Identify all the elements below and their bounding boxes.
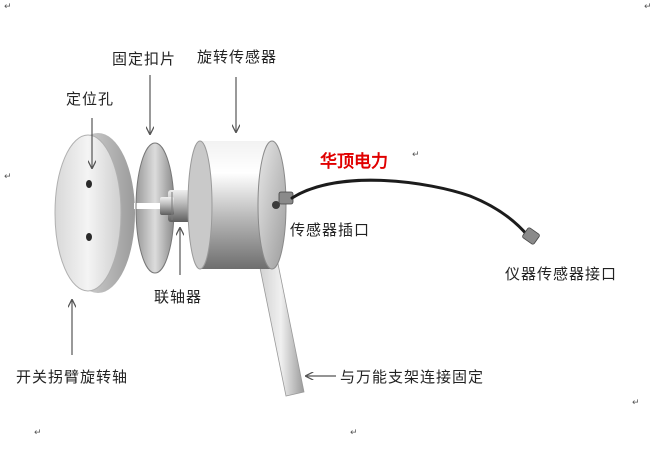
paragraph-mark: ↵ bbox=[34, 428, 42, 438]
label-universal-bracket: 与万能支架连接固定 bbox=[340, 368, 485, 386]
paragraph-mark: ↵ bbox=[350, 428, 358, 438]
paragraph-mark: ↵ bbox=[644, 2, 652, 12]
locating-hole-top bbox=[86, 180, 92, 188]
paragraph-mark: ↵ bbox=[4, 172, 12, 182]
locating-hole-bottom bbox=[86, 233, 92, 241]
brand-name: 华顶电力 bbox=[320, 152, 388, 172]
label-rotary-sensor: 旋转传感器 bbox=[197, 48, 278, 66]
label-switch-arm-shaft: 开关拐臂旋转轴 bbox=[16, 368, 129, 386]
label-fixing-clip: 固定扣片 bbox=[112, 50, 177, 68]
label-instrument-sensor-port: 仪器传感器接口 bbox=[505, 265, 618, 283]
pointer-arrows bbox=[72, 75, 336, 376]
label-sensor-socket: 传感器插口 bbox=[290, 221, 371, 239]
sensor-socket-hole bbox=[272, 201, 280, 209]
label-coupling: 联轴器 bbox=[154, 288, 203, 306]
bracket-pole bbox=[257, 253, 305, 397]
fixing-clip bbox=[134, 142, 175, 274]
sensor-cable bbox=[278, 178, 540, 245]
switch-arm-disc bbox=[54, 133, 135, 293]
paragraph-mark: ↵ bbox=[632, 398, 640, 408]
rotary-sensor-body bbox=[187, 140, 287, 270]
label-locating-hole: 定位孔 bbox=[66, 90, 115, 108]
paragraph-mark: ↵ bbox=[4, 2, 12, 12]
paragraph-mark: ↵ bbox=[412, 150, 420, 160]
